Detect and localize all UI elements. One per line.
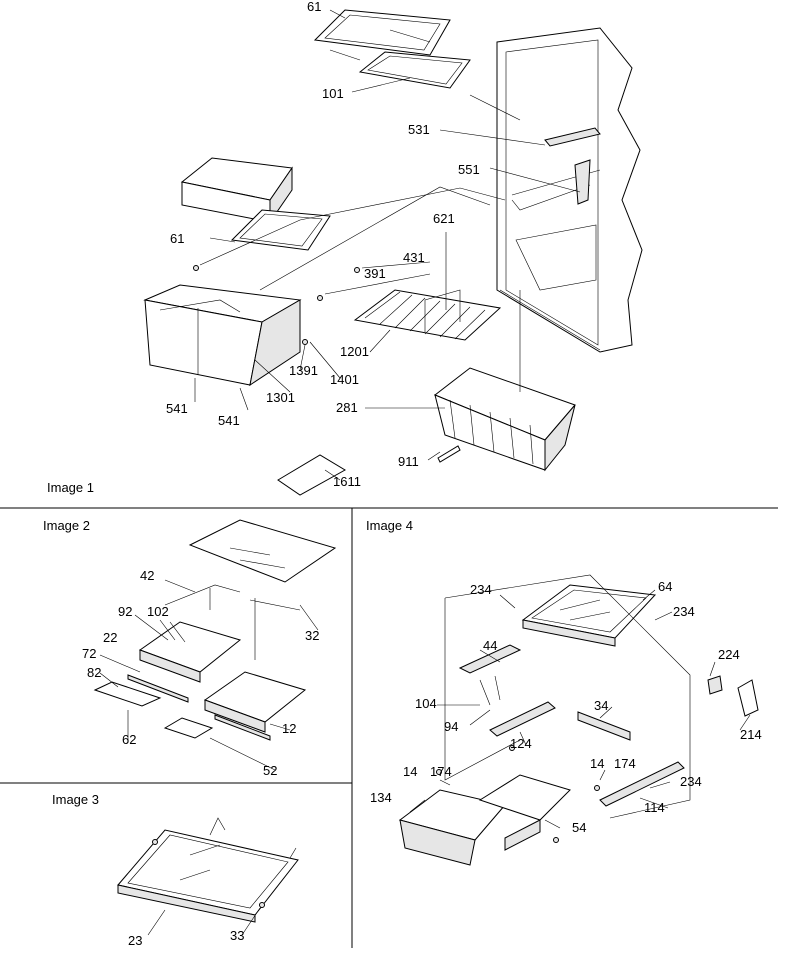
fastener: [302, 339, 308, 345]
fastener: [317, 295, 323, 301]
rail-72: [127, 674, 189, 703]
cover-62: [93, 681, 162, 707]
callout-label: 541: [166, 401, 188, 416]
callout-label: 12: [282, 721, 296, 736]
image4-labels: 234 64 234 224 44 104 34 94 124 214 14 1…: [370, 579, 762, 835]
callout-label: 94: [444, 719, 458, 734]
fastener: [259, 902, 265, 908]
callout-label: 124: [510, 736, 532, 751]
callout-label: 52: [263, 763, 277, 778]
upper-drawer-assembly: [180, 157, 331, 251]
callout-label: 911: [398, 454, 419, 469]
callout-label: 531: [408, 122, 430, 137]
fastener: [193, 265, 199, 271]
shelf-top: [313, 9, 471, 89]
image1-labels: 61 101 531 551 61 621 431 391 1201 1391 …: [166, 0, 480, 489]
panel-title-image4: Image 4: [366, 518, 413, 533]
image1-diagram: 61 101 531 551 61 621 431 391 1201 1391 …: [47, 0, 643, 496]
callout-label: 54: [572, 820, 586, 835]
callout-label: 1611: [333, 474, 361, 489]
callout-label: 32: [305, 628, 319, 643]
panel-title-image2: Image 2: [43, 518, 90, 533]
rail-34: [577, 711, 631, 741]
callout-label: 224: [718, 647, 740, 662]
callout-label: 61: [307, 0, 321, 14]
callout-label: 621: [433, 211, 455, 226]
fastener: [436, 769, 442, 775]
callout-label: 1301: [266, 390, 295, 405]
crisper-54: [478, 774, 571, 821]
bracket-104: [479, 675, 501, 706]
callout-label: 62: [122, 732, 136, 747]
rail-44: [458, 644, 522, 674]
glass-shelf: [188, 519, 337, 583]
callout-label: 72: [82, 646, 96, 661]
callout-label: 23: [128, 933, 142, 948]
image4-diagram: Image 4 234 64 234 224 44 104 34 94: [366, 518, 762, 866]
callout-label: 234: [470, 582, 492, 597]
callout-label: 22: [103, 630, 117, 645]
callout-label: 82: [87, 665, 101, 680]
callout-label: 234: [680, 774, 702, 789]
fastener: [594, 785, 600, 791]
callout-label: 14: [590, 756, 604, 771]
callout-label: 92: [118, 604, 132, 619]
panel-title-image1: Image 1: [47, 480, 94, 495]
part-224: [707, 675, 723, 695]
fastener: [152, 839, 158, 845]
refrigerator-cabinet: [496, 27, 643, 353]
callout-label: 64: [658, 579, 672, 594]
callout-label: 14: [403, 764, 417, 779]
callout-label: 541: [218, 413, 240, 428]
callout-label: 134: [370, 790, 392, 805]
callout-label: 42: [140, 568, 154, 583]
part-911: [437, 445, 461, 463]
shelf-frame-image3: [117, 829, 299, 916]
callout-label: 34: [594, 698, 608, 713]
rail-114: [599, 761, 685, 807]
fastener: [509, 745, 515, 751]
shelf-frame: [164, 584, 301, 660]
part-214: [737, 679, 759, 717]
rail-12: [214, 714, 271, 741]
callout-label: 174: [614, 756, 636, 771]
callout-label: 33: [230, 928, 244, 943]
callout-label: 101: [322, 86, 344, 101]
callout-label: 114: [644, 800, 665, 815]
fastener: [553, 837, 559, 843]
callout-label: 102: [147, 604, 169, 619]
callout-label: 234: [673, 604, 695, 619]
wire-shelf: [353, 289, 502, 341]
callout-label: 281: [336, 400, 358, 415]
callout-label: 1401: [330, 372, 359, 387]
callout-label: 104: [415, 696, 437, 711]
callout-label: 391: [364, 266, 386, 281]
crisper-bins: [143, 284, 302, 387]
image2-diagram: Image 2 42 92 102 32 22 72 82 62 12 52: [43, 518, 337, 778]
callout-label: 551: [458, 162, 480, 177]
callout-label: 1391: [289, 363, 318, 378]
callout-label: 61: [170, 231, 184, 246]
image3-labels: 23 33: [128, 928, 244, 948]
callout-label: 174: [430, 764, 452, 779]
fastener: [354, 267, 360, 273]
callout-label: 214: [740, 727, 762, 742]
image2-labels: 42 92 102 32 22 72 82 62 12 52: [82, 568, 319, 778]
freezer-basket: [434, 367, 576, 472]
cover-52: [163, 717, 214, 739]
callout-label: 44: [483, 638, 497, 653]
callout-label: 431: [403, 250, 425, 265]
image3-diagram: Image 3 23 33: [52, 792, 299, 948]
rail-124: [489, 701, 556, 737]
panel-title-image3: Image 3: [52, 792, 99, 807]
part-1611: [277, 454, 346, 496]
callout-label: 1201: [340, 344, 369, 359]
